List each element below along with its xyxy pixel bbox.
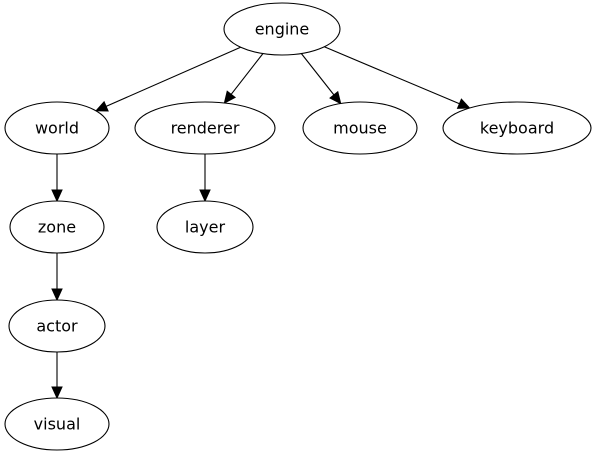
node-ellipse bbox=[223, 2, 341, 56]
edge-line bbox=[324, 46, 460, 105]
edge-world-to-zone bbox=[51, 154, 63, 203]
node-ellipse bbox=[8, 299, 106, 353]
node-label: world bbox=[35, 119, 79, 138]
node-keyboard: keyboard bbox=[442, 101, 592, 155]
edge-line bbox=[300, 53, 335, 96]
edges bbox=[51, 46, 471, 400]
arrowhead-icon bbox=[223, 90, 237, 104]
node-mouse: mouse bbox=[302, 101, 418, 155]
edge-line bbox=[105, 46, 241, 107]
arrowhead-icon bbox=[94, 100, 109, 112]
node-zone: zone bbox=[9, 200, 105, 254]
node-ellipse bbox=[156, 200, 254, 254]
node-ellipse bbox=[4, 397, 110, 451]
arrowhead-icon bbox=[51, 288, 63, 302]
edge-engine-to-keyboard bbox=[324, 46, 471, 109]
arrowhead-icon bbox=[199, 189, 211, 203]
node-ellipse bbox=[302, 101, 418, 155]
arrowhead-icon bbox=[51, 386, 63, 400]
arrowhead-icon bbox=[51, 189, 63, 203]
node-visual: visual bbox=[4, 397, 110, 451]
node-renderer: renderer bbox=[134, 101, 276, 155]
arrowhead-icon bbox=[329, 90, 342, 105]
edge-actor-to-visual bbox=[51, 352, 63, 400]
node-ellipse bbox=[9, 200, 105, 254]
edge-engine-to-mouse bbox=[300, 53, 342, 105]
node-ellipse bbox=[4, 101, 110, 155]
node-label: renderer bbox=[171, 119, 240, 138]
node-label: mouse bbox=[333, 119, 387, 138]
node-label: engine bbox=[255, 20, 310, 39]
node-engine: engine bbox=[223, 2, 341, 56]
edge-line bbox=[230, 53, 264, 95]
node-layer: layer bbox=[156, 200, 254, 254]
edge-engine-to-renderer bbox=[223, 53, 264, 104]
edge-renderer-to-layer bbox=[199, 154, 211, 203]
edge-zone-to-actor bbox=[51, 253, 63, 302]
node-actor: actor bbox=[8, 299, 106, 353]
node-label: zone bbox=[38, 218, 76, 237]
edge-engine-to-world bbox=[94, 46, 241, 112]
node-label: layer bbox=[185, 218, 226, 237]
node-label: visual bbox=[34, 415, 81, 434]
arrowhead-icon bbox=[456, 98, 471, 109]
node-world: world bbox=[4, 101, 110, 155]
node-ellipse bbox=[442, 101, 592, 155]
nodes: engine world renderer mouse keyboard zone laye… bbox=[4, 2, 592, 451]
node-label: keyboard bbox=[480, 119, 554, 138]
node-ellipse bbox=[134, 101, 276, 155]
node-label: actor bbox=[36, 317, 78, 336]
